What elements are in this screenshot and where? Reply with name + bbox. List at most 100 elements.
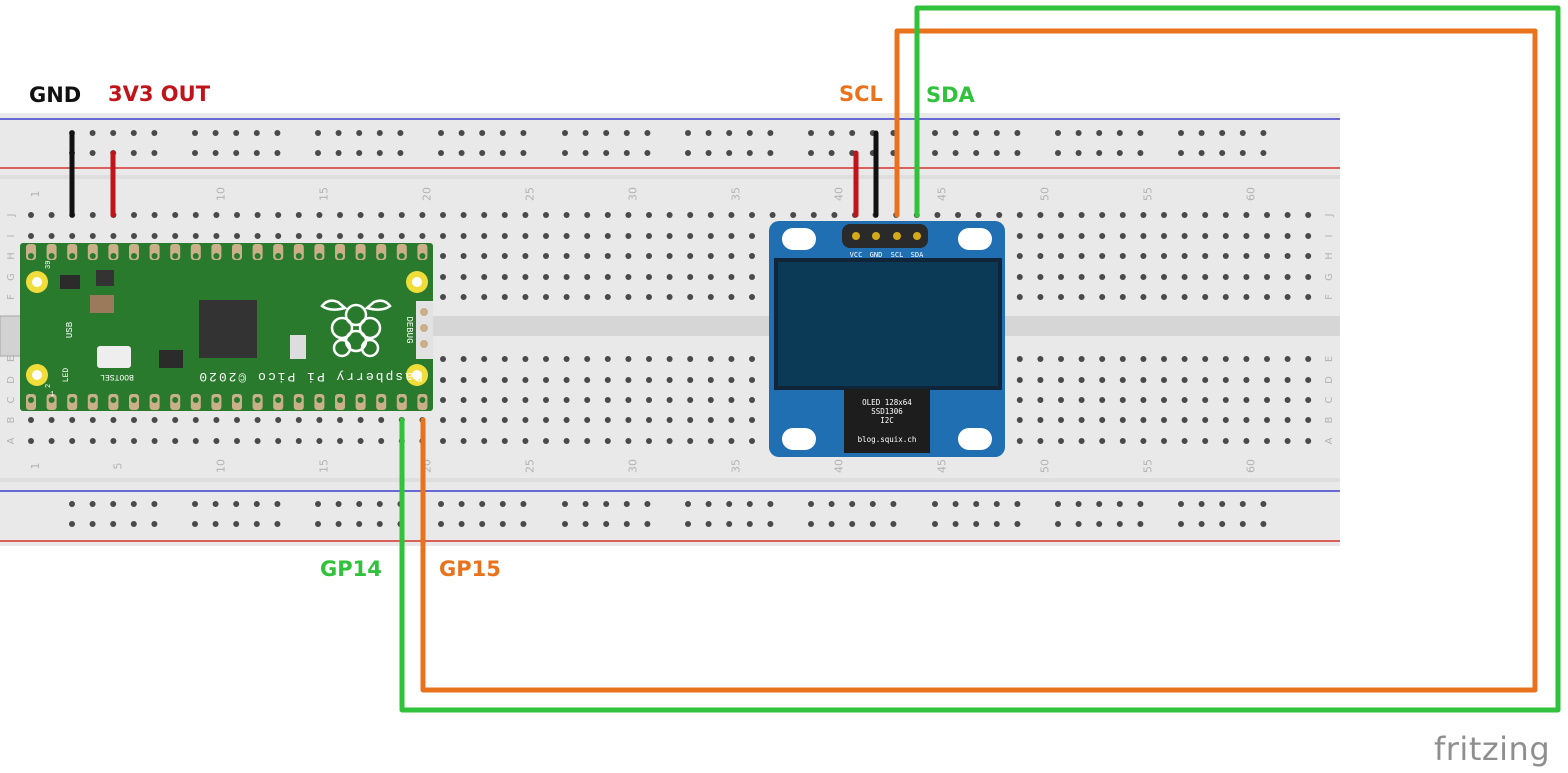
rail-hole: [932, 521, 938, 527]
breadboard-hole: [749, 356, 755, 362]
rail-hole: [1075, 521, 1082, 527]
rail-hole: [1178, 501, 1184, 507]
breadboard-hole: [604, 438, 611, 444]
breadboard-hole: [666, 253, 673, 259]
rail-hole: [151, 521, 158, 527]
breadboard-hole: [1140, 397, 1147, 403]
pico-pin-hole: [337, 253, 343, 259]
breadboard-hole: [749, 294, 755, 300]
rail-hole: [520, 501, 527, 507]
rail-hole: [253, 130, 260, 136]
breadboard-hole: [1284, 253, 1291, 259]
breadboard-hole: [481, 417, 488, 423]
scl-label: SCL: [839, 82, 883, 106]
breadboard-hole: [460, 294, 467, 300]
breadboard-hole: [1264, 438, 1270, 444]
breadboard-hole: [646, 253, 652, 259]
rail-hole: [644, 521, 651, 527]
rail-hole: [438, 501, 444, 507]
breadboard-hole: [666, 233, 673, 239]
rail-hole: [623, 130, 630, 136]
rail-hole: [1055, 150, 1061, 156]
breadboard-hole: [707, 377, 714, 383]
debug-pin: [420, 308, 428, 316]
breadboard-hole: [337, 233, 343, 239]
breadboard-hole: [1099, 438, 1106, 444]
rail-hole: [1055, 130, 1061, 136]
breadboard-hole: [666, 438, 673, 444]
column-number-bottom: 5: [111, 463, 124, 470]
pico-pin-hole: [357, 253, 364, 259]
breadboard-hole: [440, 212, 446, 218]
pico-pin-hole: [419, 253, 426, 259]
breadboard-hole: [131, 438, 137, 444]
breadboard-hole: [440, 377, 446, 383]
row-letter: I: [6, 235, 17, 238]
rail-hole: [562, 150, 568, 156]
breadboard-hole: [1243, 274, 1250, 280]
breadboard-hole: [604, 212, 611, 218]
pico-castellated-pins: [26, 244, 428, 410]
rail-hole: [1096, 521, 1103, 527]
rail-hole: [69, 501, 75, 507]
breadboard-hole: [501, 377, 508, 383]
breadboard-hole: [522, 438, 529, 444]
breadboard-hole: [440, 438, 446, 444]
breadboard-hole: [1202, 274, 1209, 280]
row-letter: G: [6, 273, 17, 281]
rail-hole: [1260, 150, 1267, 156]
breadboard-hole: [172, 438, 179, 444]
column-number-top: 30: [626, 187, 639, 201]
rail-hole: [520, 130, 527, 136]
pico-pin-hole: [295, 253, 302, 259]
breadboard-hole: [563, 438, 570, 444]
rail-hole: [438, 130, 444, 136]
breadboard-hole: [1243, 233, 1250, 239]
breadboard-hole: [1222, 356, 1229, 362]
breadboard-hole: [357, 417, 364, 423]
breadboard-hole: [1305, 294, 1312, 300]
breadboard-hole: [1243, 356, 1250, 362]
pico-name-text: Raspberry Pi Pico ©2020: [197, 369, 422, 384]
oled-pin-label: SDA: [911, 251, 924, 259]
breadboard-hole: [625, 274, 632, 280]
rail-hole: [726, 150, 733, 156]
sda-gp14-wire: [399, 5, 1561, 713]
breadboard-hole: [543, 417, 549, 423]
pico-pin-hole: [192, 397, 199, 403]
rail-hole: [458, 130, 465, 136]
rail-hole: [1219, 130, 1226, 136]
column-number-top: 55: [1141, 187, 1154, 201]
breadboard-hole: [440, 356, 446, 362]
rail-hole: [233, 130, 240, 136]
rail-hole: [1116, 150, 1123, 156]
breadboard-hole: [440, 274, 446, 280]
breadboard-hole: [1016, 233, 1023, 239]
flash-chip: [159, 350, 183, 368]
rail-hole: [932, 150, 938, 156]
breadboard-hole: [1243, 438, 1250, 444]
breadboard-hole: [687, 356, 694, 362]
breadboard-hole: [666, 417, 673, 423]
rail-hole: [582, 501, 589, 507]
rail-hole: [1219, 150, 1226, 156]
column-number-bottom: 40: [832, 459, 845, 473]
rail-hole: [233, 501, 240, 507]
breadboard-hole: [1181, 253, 1188, 259]
breadboard-hole: [707, 438, 714, 444]
breadboard-hole: [1016, 356, 1023, 362]
rail-hole: [1219, 501, 1226, 507]
breadboard-hole: [646, 417, 652, 423]
breadboard-hole: [749, 417, 755, 423]
rail-hole: [130, 130, 137, 136]
breadboard-hole: [1202, 294, 1209, 300]
breadboard-hole: [584, 274, 591, 280]
rail-hole: [932, 130, 938, 136]
row-letter: B: [1324, 416, 1335, 423]
breadboard-hole: [295, 417, 302, 423]
pico-pin-hole: [254, 253, 261, 259]
breadboard-hole: [563, 417, 570, 423]
pico-pin-39-text: 39: [45, 261, 53, 269]
rail-hole: [644, 150, 651, 156]
row-letter: B: [6, 416, 17, 423]
